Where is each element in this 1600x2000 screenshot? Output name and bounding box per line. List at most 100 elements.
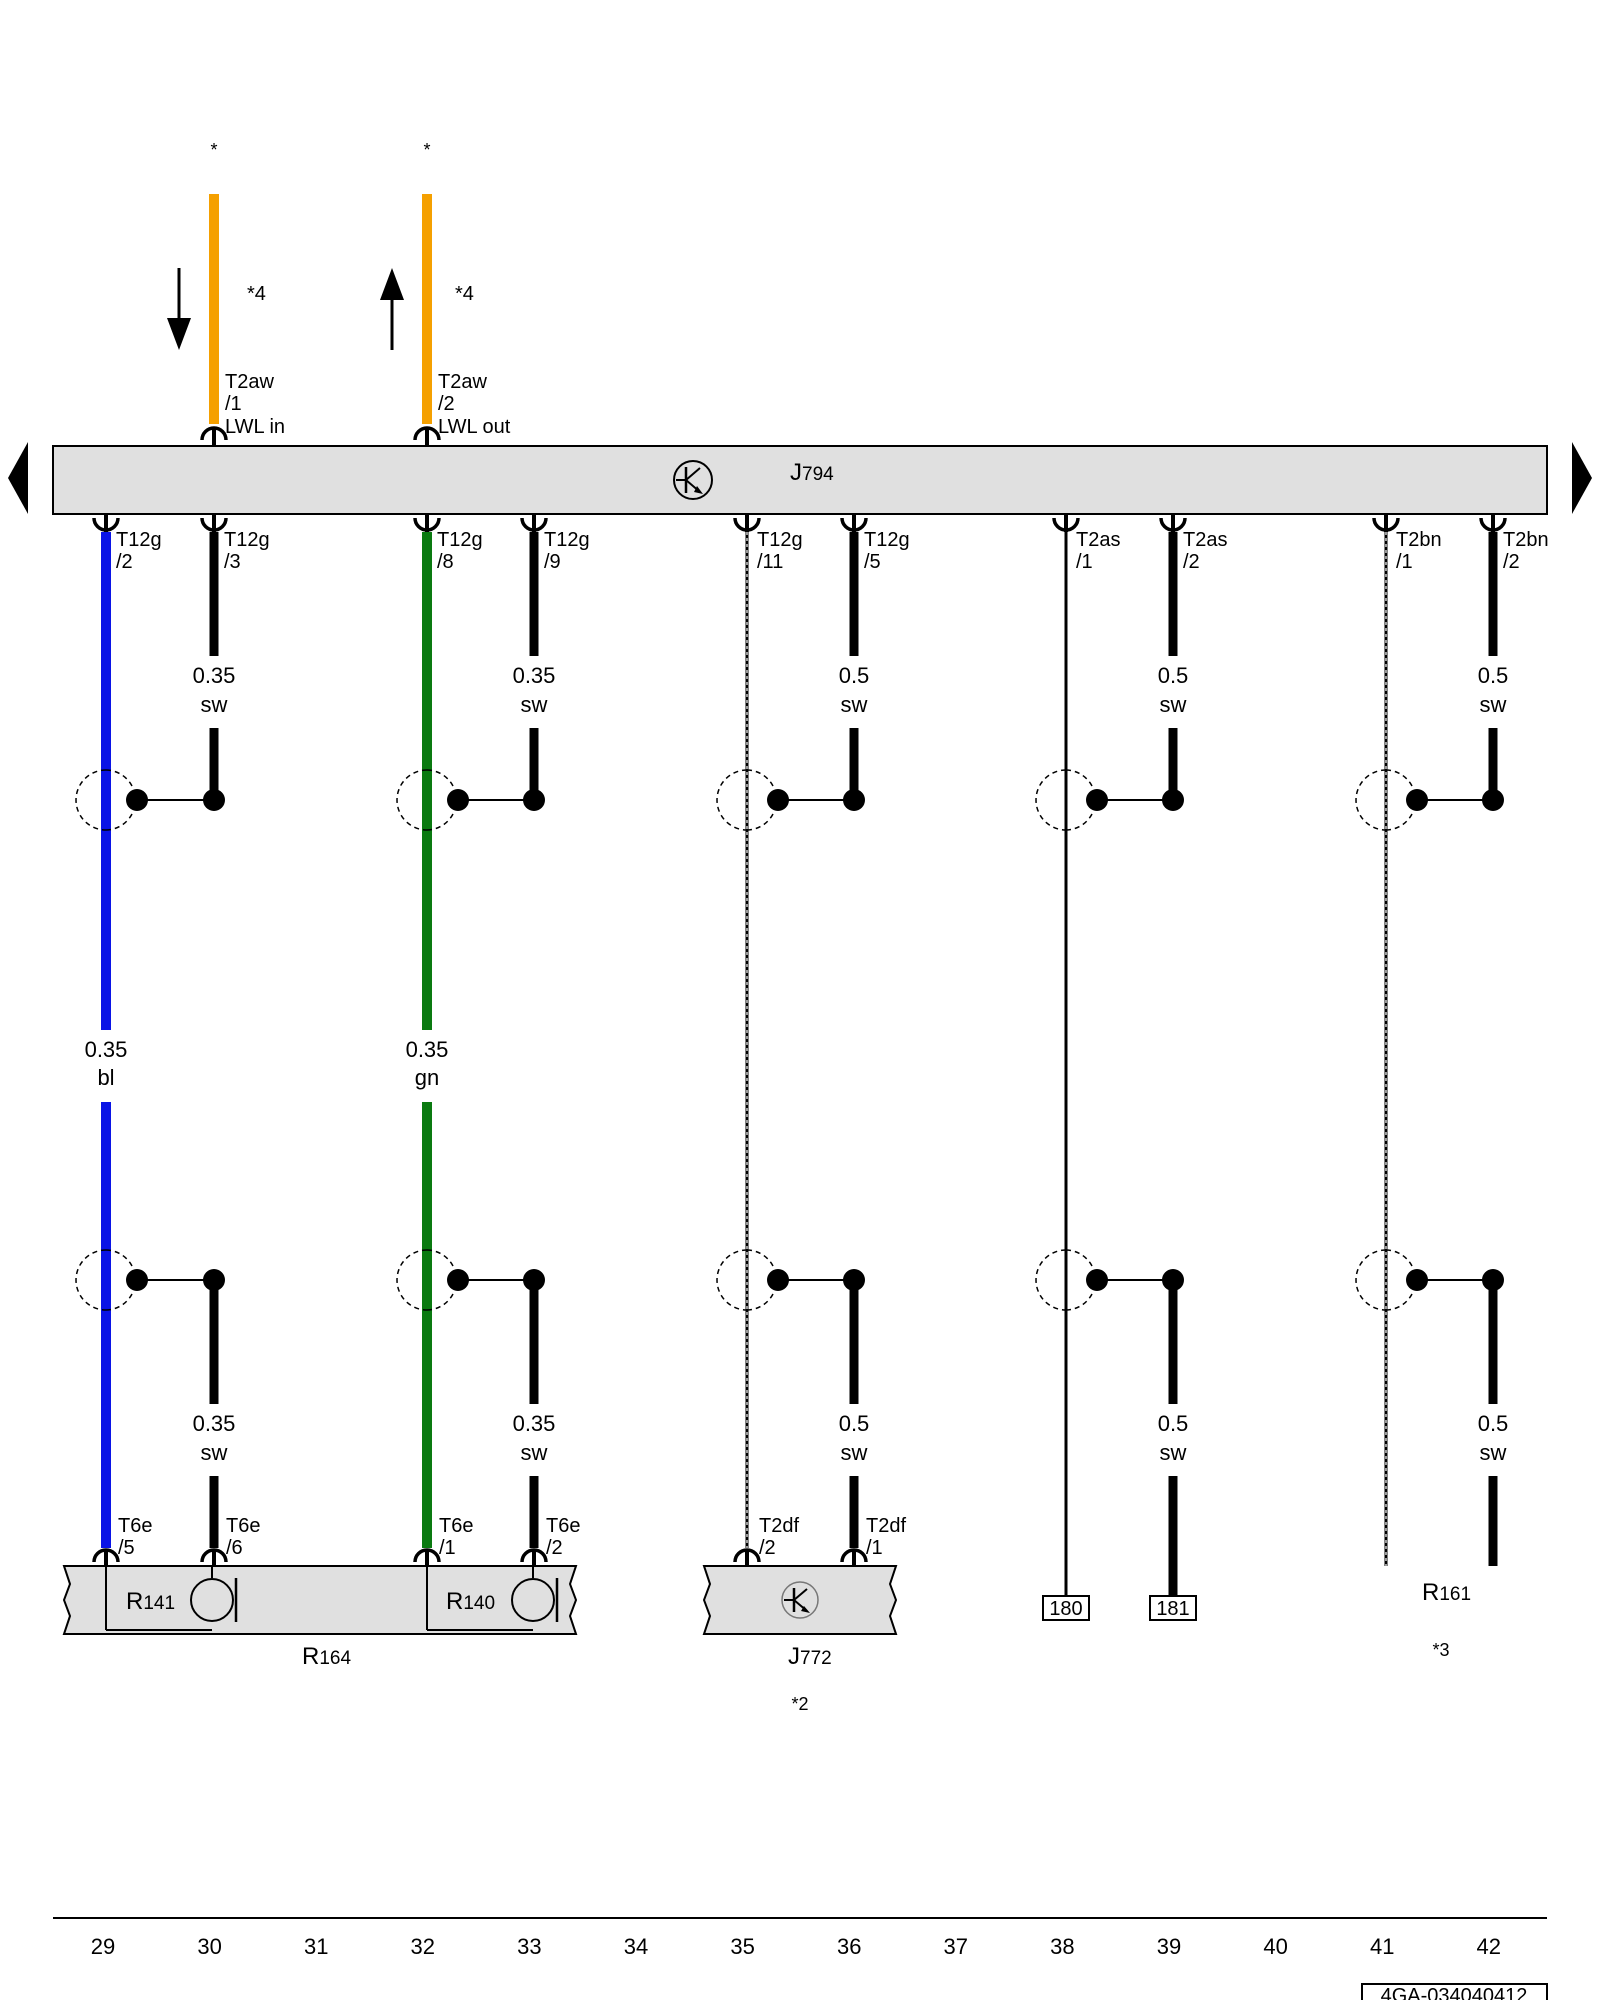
wire-conn-label: T2as [1076,529,1120,551]
wire-gauge: 0.5 [1158,663,1189,688]
lwl-in-pin: /1 [225,393,242,415]
wire-pin-label: /3 [224,551,241,573]
wire-gauge: 0.35 [85,1037,128,1062]
j794-label: J794 [790,459,834,486]
connector-pin-icon [1159,514,1187,532]
wire-conn-label: T12g [437,529,483,551]
wire-gauge-lower: 0.5 [1478,1411,1509,1436]
bottom-pin-label: /6 [226,1537,243,1559]
wire-gauge: 0.35 [193,663,236,688]
wire-gauge-lower: 0.5 [1158,1411,1189,1436]
wire-color-code-lower: sw [521,1440,548,1465]
lwl-out-note: *4 [455,283,474,305]
wire-1: T12g/3 0.35 sw 0.35 sw [137,514,270,1548]
arrow-up-icon [380,268,404,350]
column-number: 30 [197,1934,221,1959]
r140-label: R140 [446,1588,495,1615]
wire-color-code: sw [841,692,868,717]
wire-8: T2bn/1 [1355,514,1442,1566]
column-number: 36 [837,1934,861,1959]
column-number: 33 [517,1934,541,1959]
connector-pin-icon [1052,514,1080,532]
upper-wires: T12g/2 0.35 bl T12g/3 0.35 sw 0.35 sw T12g/8 0.35… [75,514,1549,1596]
j772-label: J772 [788,1643,832,1670]
ref-180-text: 180 [1049,1598,1082,1620]
wire-gauge-lower: 0.5 [839,1411,870,1436]
control-unit-j794: J794 [52,445,1548,515]
wire-conn-label: T2bn [1396,529,1442,551]
lwl-in-wire: * *4 T2aw /1 LWL in [167,140,285,446]
wire-0: T12g/2 0.35 bl [75,514,162,1548]
wire-color-code-lower: sw [841,1440,868,1465]
wire-gauge-lower: 0.35 [513,1411,556,1436]
previous-page-arrow-icon[interactable] [8,442,28,514]
bottom-conn-label: T2df [866,1515,906,1537]
column-number: 38 [1050,1934,1074,1959]
column-number: 35 [730,1934,754,1959]
wire-color-code: sw [521,692,548,717]
wire-conn-label: T2as [1183,529,1227,551]
column-number: 41 [1370,1934,1394,1959]
column-number: 39 [1157,1934,1181,1959]
lwl-out-pin: /2 [438,393,455,415]
connector-pin-icon [733,514,761,532]
wire-gauge: 0.35 [406,1037,449,1062]
column-number: 40 [1263,1934,1287,1959]
r164-label: R164 [302,1643,351,1670]
wire-pin-label: /2 [116,551,133,573]
wire-gauge-lower: 0.35 [193,1411,236,1436]
wire-color-code-lower: sw [201,1440,228,1465]
column-number: 37 [944,1934,968,1959]
document-code-text: 4GA-034040412 [1381,1985,1528,2000]
bottom-conn-label: T6e [226,1515,260,1537]
transistor-icon [781,1581,819,1619]
lwl-out-desc: LWL out [438,416,511,438]
wire-4: T12g/11 [716,514,803,1548]
connector-pin-icon [520,514,548,532]
r161-note: *3 [1432,1640,1449,1660]
next-page-arrow-icon[interactable] [1572,442,1592,514]
bottom-conn-label: T6e [439,1515,473,1537]
connector-pin-icon [413,514,441,532]
ref-box-180[interactable]: 180 [1042,1595,1090,1621]
wire-conn-label: T2bn [1503,529,1549,551]
lwl-in-note: *4 [247,283,266,305]
wire-pin-label: /8 [437,551,454,573]
column-number: 42 [1477,1934,1501,1959]
wire-color-code-lower: sw [1480,1440,1507,1465]
ref-box-181[interactable]: 181 [1149,1595,1197,1621]
wire-pin-label: /9 [544,551,561,573]
arrow-down-icon [167,268,191,350]
connector-pin-icon [840,514,868,532]
j772-note: *2 [791,1694,808,1714]
microphone-r140-icon [511,1578,559,1622]
bottom-pin-label: /2 [546,1537,563,1559]
connector-pin-icon [1479,514,1507,532]
bottom-conn-label: T6e [118,1515,152,1537]
wire-pin-label: /1 [1076,551,1093,573]
column-number: 31 [304,1934,328,1959]
wire-color-code: sw [201,692,228,717]
wire-conn-label: T12g [116,529,162,551]
lwl-in-desc: LWL in [225,416,285,438]
column-number: 29 [91,1934,115,1959]
sensor-assembly-r164: R141 R140 R164 [62,1565,578,1670]
document-code: 4GA-034040412 [1361,1983,1548,2000]
connector-pin-icon [92,514,120,532]
wire-conn-label: T12g [224,529,270,551]
column-number: 34 [624,1934,648,1959]
bottom-pin-label: /5 [118,1537,135,1559]
wire-color-code: bl [97,1065,114,1090]
wire-color-code: sw [1480,692,1507,717]
lwl-in-star: * [210,140,217,160]
bottom-conn-label: T6e [546,1515,580,1537]
bottom-pin-label: /1 [439,1537,456,1559]
wire-pin-label: /1 [1396,551,1413,573]
control-unit-j772: J772 *2 [702,1565,898,1714]
r141-label: R141 [126,1588,175,1615]
lwl-out-wire: * *4 T2aw /2 LWL out [380,140,511,446]
lwl-out-star: * [423,140,430,160]
